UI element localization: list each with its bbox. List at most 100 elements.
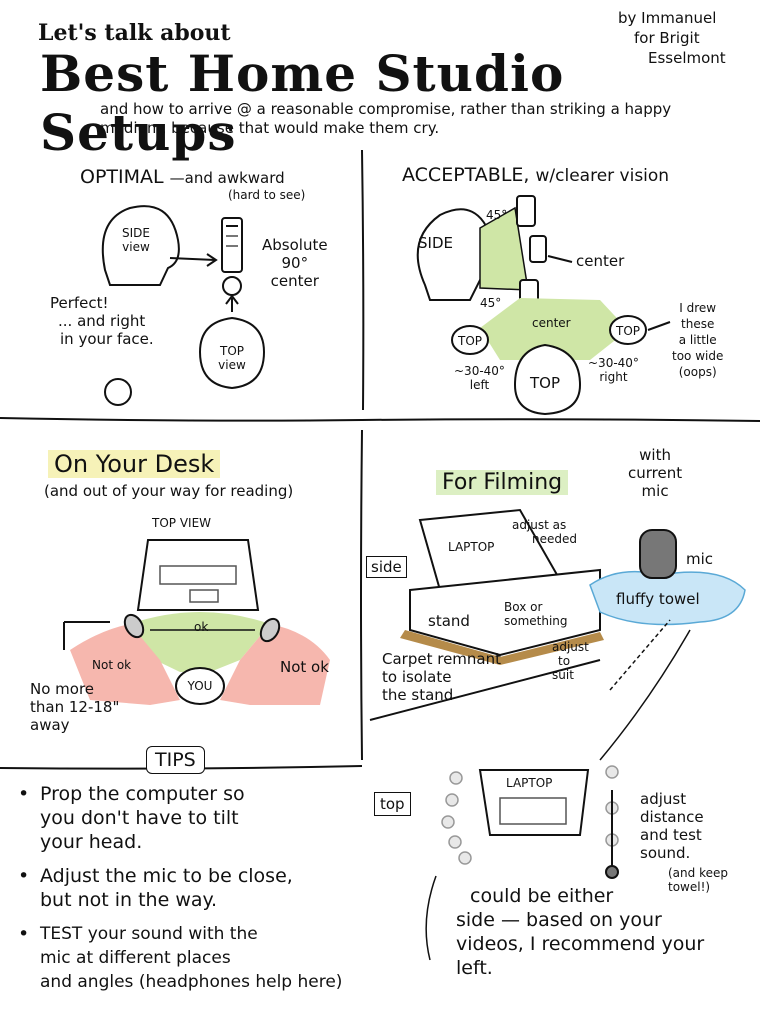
acceptable-left-range: ~30-40° left [454,364,505,392]
optimal-side-head [101,205,180,286]
filming-stand-label: stand [428,612,470,630]
page-title: Best Home Studio Setups [40,44,565,162]
tip-bullet-icon: • [18,923,30,945]
note-line: a little [678,333,717,347]
filming-side-tag: side [366,556,407,578]
adjust-distance-line: sound. [640,844,691,862]
acceptable-angle-bottom: 45° [480,296,502,310]
desk-heading: On Your Desk [48,450,221,478]
tip-line: but not in the way. [40,889,218,911]
optimal-note: and awkward [184,169,285,187]
mic-note-line: with [639,446,671,464]
box-line: something [504,614,568,628]
filming-towel-label: fluffy towel [616,590,700,608]
tip-line: Prop the computer so [40,783,245,805]
pretitle: Let's talk about [38,20,231,46]
tip-item: • Prop the computer so you don't have to… [18,782,358,854]
desk-not-ok-right: Not ok [280,658,329,676]
acceptable-top-small-right: TOP [615,324,640,338]
smiley-icon [104,378,132,406]
filming-adjust-distance: adjust distance and test sound. [640,790,704,862]
divider-bottom-vertical [360,429,363,761]
divider-top-vertical [361,149,365,411]
acceptable-mic-upper [516,195,536,227]
adjust-distance-line: distance [640,808,704,826]
adjust-needed-line: adjust as [512,518,567,532]
tip-line: mic at different places [40,948,231,968]
keep-towel-line: towel!) [668,880,711,894]
byline-for: for Brigit [634,29,700,47]
optimal-side-label: SIDE view [122,226,150,254]
filming-laptop-label: LAPTOP [448,540,495,554]
acceptable-top-small-left: TOP [457,334,482,348]
tips-heading: TIPS [146,746,205,774]
optimal-heading: OPTIMAL —and awkward [80,166,285,188]
perfect-line: ... and right [58,312,146,330]
acceptable-top-label: TOP [529,374,560,392]
mic-caption-line: center [270,272,319,290]
tip-item: • Adjust the mic to be close, but not in… [18,864,358,912]
mic-caption-line: Absolute [262,236,328,254]
acceptable-center-label: center [576,252,625,270]
tip-line: you don't have to tilt [40,807,239,829]
tip-bullet-icon: • [18,783,30,805]
right-range-line: ~30-40° [588,356,639,370]
tips-list: • Prop the computer so you don't have to… [18,782,358,994]
either-side-line: videos, I recommend your [456,933,705,955]
optimal-note-paren: (hard to see) [228,188,306,202]
filming-right-positions [605,765,619,847]
acceptable-angle-top: 45° [486,208,508,222]
filming-mic-label: mic [686,550,714,568]
desk-ok-label: ok [194,620,209,634]
adjust-suit-line: to [558,654,571,668]
carpet-line: to isolate [382,668,452,686]
adjust-needed-line: needed [532,532,577,546]
adjust-distance-line: and test [640,826,702,844]
tip-line: Adjust the mic to be close, [40,865,293,887]
byline-name: Esselmont [648,49,726,67]
tip-line: TEST your sound with the [40,924,258,944]
desk-mic-left [123,613,145,639]
desk-subheading: (and out of your way for reading) [44,482,294,500]
byline-author: by Immanuel [618,9,717,27]
optimal-mic-caption: Absolute 90° center [262,236,328,290]
adjust-suit-line: adjust [552,640,589,654]
filming-adjust-suit: adjust to suit [552,640,589,682]
mic-note-line: mic [641,482,669,500]
desk-you-label: YOU [187,679,213,693]
byline: by Immanuel for Brigit Esselmont [618,8,726,68]
acceptable-right-range: ~30-40° right [588,356,639,384]
filming-keep-towel: (and keep towel!) [668,866,728,894]
desk-you-head [175,667,225,705]
filming-top-laptop-label: LAPTOP [506,776,553,790]
distance-line: No more [30,680,95,698]
filming-carpet-label: Carpet remnant to isolate the stand [382,650,501,704]
desk-laptop-keyboard [159,565,237,585]
distance-line: away [30,716,70,734]
either-side-line: side — based on your [456,909,662,931]
acceptable-heading: ACCEPTABLE, w/clearer vision [402,164,669,187]
desk-laptop-screen [136,539,260,611]
filming-box-label: Box or something [504,600,568,628]
perfect-line: in your face. [60,330,154,348]
either-side-line: left. [456,957,493,979]
filming-left-positions [441,771,472,865]
distance-line: than 12-18" [30,698,120,716]
acceptable-center-small: center [532,316,571,330]
keep-towel-line: (and keep [668,866,728,880]
tip-line: your head. [40,831,143,853]
right-range-line: right [599,370,628,384]
either-side-line: could be either [470,885,614,907]
page-subtitle: and how to arrive @ a reasonable comprom… [100,100,672,137]
note-line: I drew [679,301,717,315]
desk-top-view: TOP VIEW [152,516,212,530]
filming-top-tag: top [374,792,411,816]
adjust-suit-line: suit [552,668,574,682]
mic-caption-line: 90° [281,254,309,272]
adjust-distance-line: adjust [640,790,687,808]
acceptable-top-mic-right [609,315,647,345]
desk-not-ok-left: Not ok [92,658,132,672]
left-range-line: ~30-40° [454,364,505,378]
filming-top-laptop [478,769,590,836]
carpet-line: the stand [382,686,454,704]
